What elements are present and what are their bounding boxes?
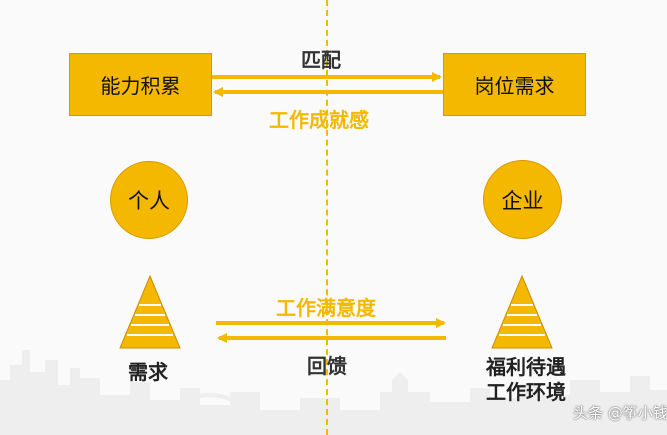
watermark: 头条 @筝小钱 [573,404,667,422]
enterprise-circle: 企业 [483,160,562,239]
benefits-line: 福利待遇 [486,355,566,379]
job-requirement-label: 岗位需求 [474,74,555,98]
match-label: 匹配 [301,48,341,72]
left-pyramid-icon [119,274,181,349]
individual-label: 个人 [128,189,170,213]
ability-accumulation-box: 能力积累 [69,53,212,116]
needs-label: 需求 [128,360,168,384]
job-requirement-box: 岗位需求 [443,53,586,116]
ability-accumulation-label: 能力积累 [100,74,181,98]
individual-circle: 个人 [110,161,188,239]
enterprise-label: 企业 [501,188,544,213]
benefits-caption: 福利待遇 工作环境 [476,355,576,405]
satisfaction-label: 工作满意度 [276,296,376,320]
environment-line: 工作环境 [486,380,566,404]
feedback-label: 回馈 [307,354,347,378]
right-pyramid-icon [491,274,553,349]
achievement-label: 工作成就感 [269,108,369,132]
center-dashed-divider [326,0,328,435]
